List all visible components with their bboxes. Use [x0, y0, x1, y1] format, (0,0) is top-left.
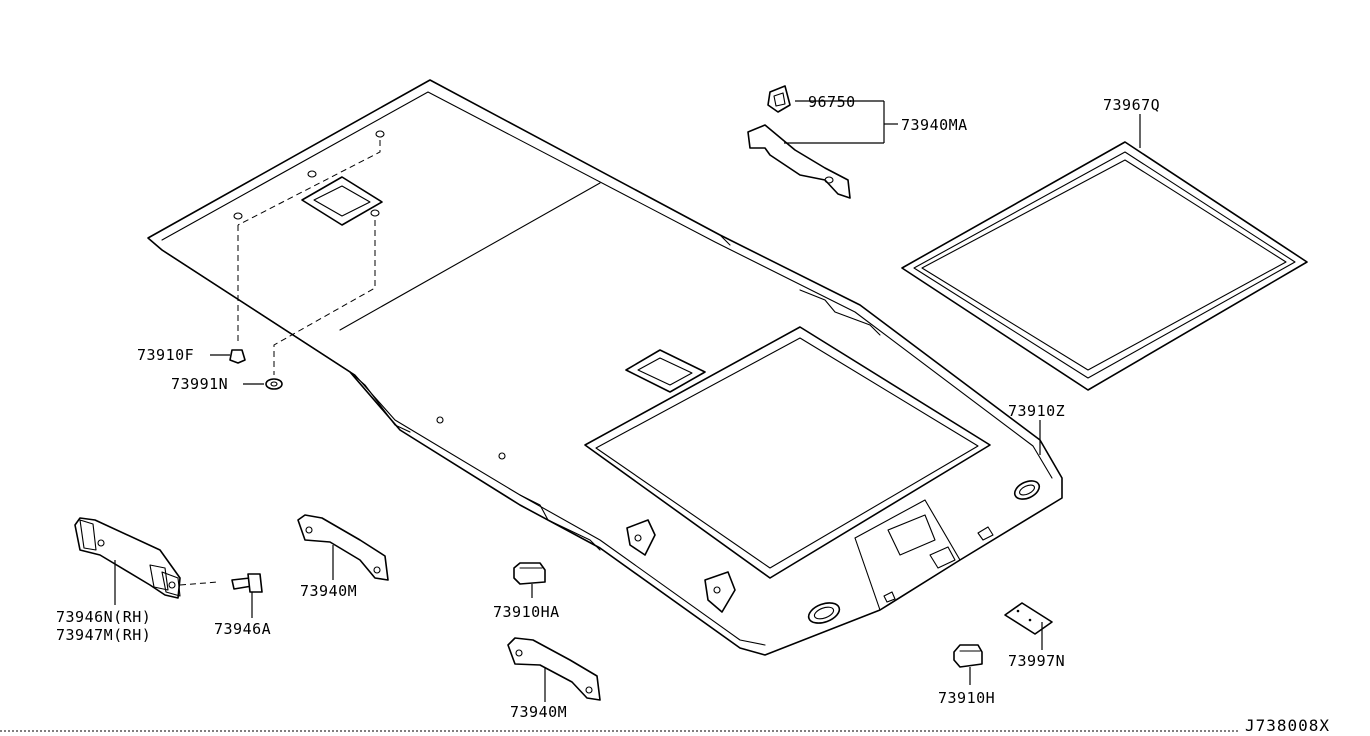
diagram-code: J738008X [1245, 716, 1330, 735]
label-96750: 96750 [808, 93, 856, 111]
assist-grip-73940MA [747, 85, 898, 199]
label-73946N: 73946N(RH) [56, 608, 151, 626]
label-73910F: 73910F [137, 346, 194, 364]
sunroof-weatherstrip-73967Q [901, 114, 1308, 391]
label-73991N: 73991N [171, 375, 228, 393]
bracket-73946N [74, 517, 219, 605]
label-73940MA: 73940MA [901, 116, 968, 134]
label-73997N: 73997N [1008, 652, 1065, 670]
label-73967Q: 73967Q [1103, 96, 1160, 114]
label-73910H: 73910H [938, 689, 995, 707]
label-73940M-a: 73940M [300, 582, 357, 600]
label-73910HA: 73910HA [493, 603, 560, 621]
label-73946A: 73946A [214, 620, 271, 638]
label-73910Z: 73910Z [1008, 402, 1065, 420]
mounting-guide-lines [237, 140, 381, 375]
assist-grip-73940M-lower [507, 637, 601, 702]
tape-73997N [1004, 602, 1053, 650]
assist-grip-73940M-upper [297, 514, 389, 581]
clip-73910F [210, 349, 246, 364]
screw-73946A [231, 573, 263, 618]
nut-73991N [243, 378, 283, 390]
label-73947M: 73947M(RH) [56, 626, 151, 644]
clip-73910H [953, 644, 983, 685]
headliner-assembly [147, 79, 1063, 656]
label-73940M-b: 73940M [510, 703, 567, 721]
clip-73910HA [513, 562, 546, 598]
